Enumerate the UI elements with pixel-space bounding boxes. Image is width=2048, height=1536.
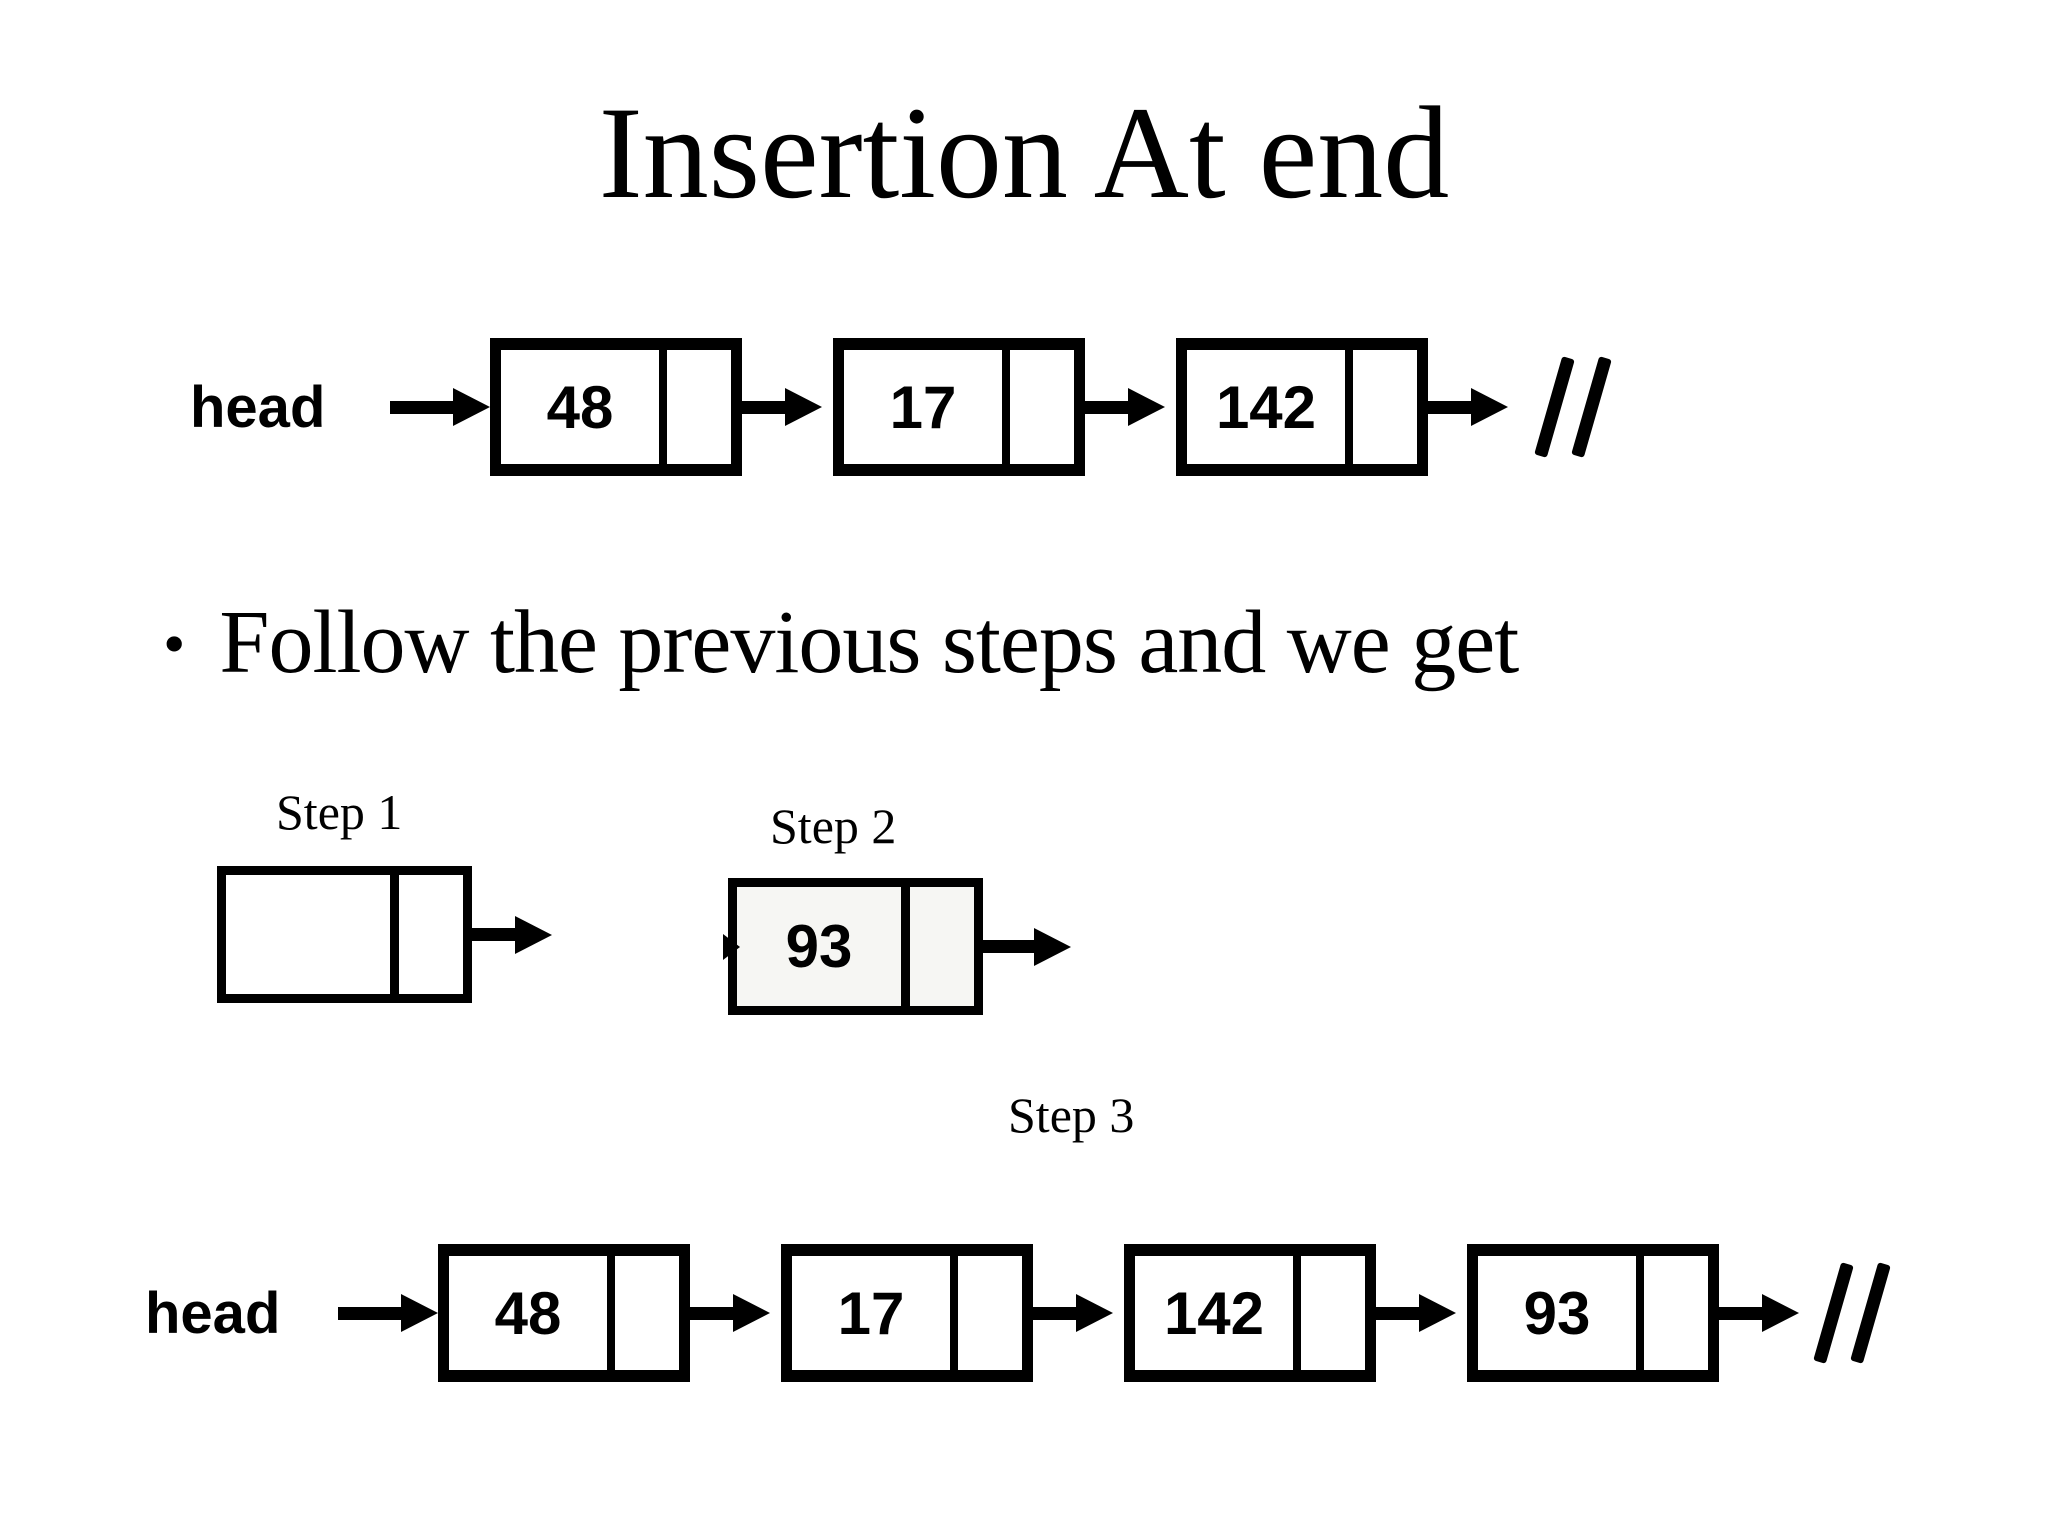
top-linked-list: head 48 17 142 bbox=[190, 338, 1612, 476]
slash-bar bbox=[1850, 1262, 1891, 1364]
slash-bar bbox=[1571, 356, 1612, 458]
arrow-head-icon bbox=[1419, 1294, 1456, 1332]
slide-title: Insertion At end bbox=[598, 79, 1450, 226]
list-node: 17 bbox=[833, 338, 1085, 476]
slash-bar bbox=[1534, 356, 1575, 458]
node-next-pointer-cell bbox=[1636, 1256, 1708, 1370]
arrow-head-icon bbox=[1128, 388, 1165, 426]
node-value-cell: 93 bbox=[785, 913, 853, 980]
bottom-linked-list: head 48 17 142 93 bbox=[145, 1244, 1891, 1382]
list-node: 93 bbox=[1467, 1244, 1719, 1382]
node-value-cell bbox=[226, 875, 390, 994]
arrow-head-icon bbox=[453, 388, 490, 426]
node-value-cell: 17 bbox=[889, 373, 957, 441]
null-terminator-icon bbox=[1813, 1262, 1891, 1364]
list-node: 48 bbox=[490, 338, 742, 476]
list-node: 48 bbox=[438, 1244, 690, 1382]
bullet-text: Follow the previous steps and we get bbox=[219, 593, 1519, 692]
node-value-cell: 93 bbox=[1523, 1279, 1591, 1347]
head-label: head bbox=[145, 1280, 281, 1346]
head-pointer-arrow bbox=[390, 387, 490, 427]
arrow-head-icon bbox=[1471, 388, 1508, 426]
incoming-arrow-nub-icon bbox=[723, 933, 740, 960]
step1-label: Step 1 bbox=[276, 784, 403, 840]
step2-label: Step 2 bbox=[770, 798, 897, 854]
step1-node-figure bbox=[217, 866, 552, 1003]
node-value-cell: 48 bbox=[494, 1279, 562, 1347]
node-next-pointer-cell bbox=[607, 1256, 679, 1370]
node-next-pointer-cell bbox=[659, 350, 731, 464]
node-next-pointer-cell bbox=[390, 875, 463, 994]
node-next-pointer-cell bbox=[950, 1256, 1022, 1370]
node-next-pointer-cell bbox=[1002, 350, 1074, 464]
arrow-head-icon bbox=[1034, 927, 1071, 966]
next-pointer-arrow bbox=[951, 927, 1071, 967]
node-next-pointer-cell bbox=[1293, 1256, 1365, 1370]
node-next-pointer-cell bbox=[1345, 350, 1417, 464]
arrow-head-icon bbox=[401, 1294, 438, 1332]
step2-node-figure: 93 bbox=[723, 878, 1071, 1015]
step3-label: Step 3 bbox=[1008, 1087, 1135, 1143]
node-value-cell: 48 bbox=[546, 373, 614, 441]
arrow-head-icon bbox=[733, 1294, 770, 1332]
arrow-head-icon bbox=[1076, 1294, 1113, 1332]
slash-bar bbox=[1813, 1262, 1854, 1364]
arrow-head-icon bbox=[785, 388, 822, 426]
node-value-cell: 17 bbox=[837, 1279, 905, 1347]
head-pointer-arrow bbox=[338, 1293, 438, 1333]
bullet-line: • Follow the previous steps and we get bbox=[163, 584, 1519, 704]
arrow-shaft bbox=[338, 1306, 401, 1320]
arrow-head-icon bbox=[1762, 1294, 1799, 1332]
list-node bbox=[217, 866, 472, 1003]
null-terminator-icon bbox=[1534, 356, 1612, 458]
list-node: 17 bbox=[781, 1244, 1033, 1382]
list-node: 142 bbox=[1124, 1244, 1376, 1382]
node-next-pointer-cell bbox=[901, 887, 974, 1006]
arrow-head-icon bbox=[515, 915, 552, 954]
head-label: head bbox=[190, 374, 326, 440]
list-node: 142 bbox=[1176, 338, 1428, 476]
list-node: 93 bbox=[723, 878, 983, 1015]
node-value-cell: 142 bbox=[1215, 373, 1317, 441]
bullet-icon: • bbox=[163, 608, 186, 679]
arrow-shaft bbox=[390, 400, 453, 414]
node-value-cell: 142 bbox=[1163, 1279, 1265, 1347]
